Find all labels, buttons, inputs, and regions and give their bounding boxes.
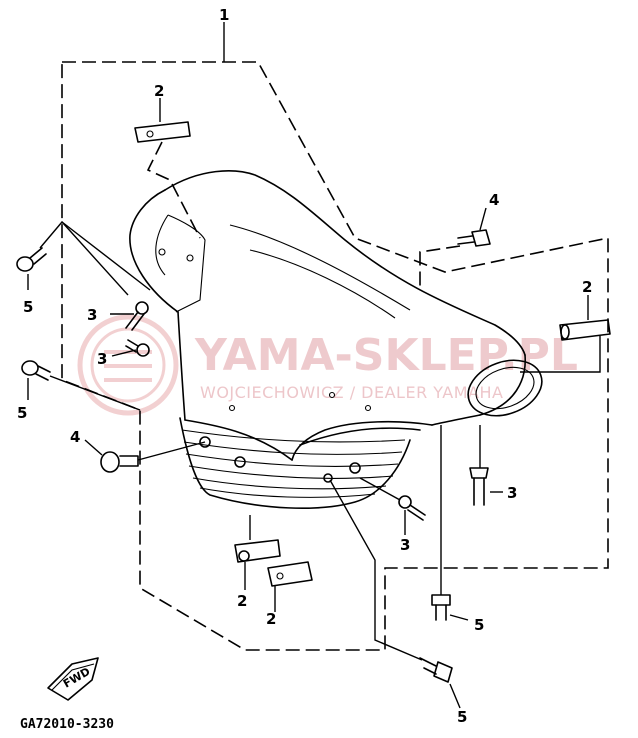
callout-2-bottom-a: 2 bbox=[237, 592, 247, 610]
callout-5-lower-left: 5 bbox=[17, 404, 27, 422]
callout-2-top: 2 bbox=[154, 82, 164, 100]
callout-2-right: 2 bbox=[582, 278, 592, 296]
screw-3-bottom bbox=[359, 477, 426, 535]
forward-arrow-icon: FWD bbox=[47, 657, 99, 701]
bolt-5-upper-left bbox=[16, 220, 151, 296]
lower-cowl bbox=[179, 417, 421, 509]
callout-3-left-upper: 3 bbox=[87, 306, 97, 324]
callout-2-bottom-b: 2 bbox=[266, 610, 276, 628]
screw-3-left-lower bbox=[111, 339, 150, 357]
callout-1: 1 bbox=[219, 6, 229, 24]
callout-3-bottom: 3 bbox=[400, 536, 410, 554]
grommet-right bbox=[520, 295, 611, 373]
grommet-top bbox=[134, 98, 201, 239]
watermark: YAMA-SKLEP.PL WOJCIECHOWICZ / DEALER YAM… bbox=[77, 314, 578, 416]
bolt-5-bottom-right bbox=[329, 479, 461, 709]
watermark-logo bbox=[77, 314, 179, 416]
screw-3-right bbox=[469, 425, 503, 506]
callout-5-bottom-right: 5 bbox=[457, 708, 467, 726]
watermark-subtitle: WOJCIECHOWICZ / DEALER YAMAHA bbox=[200, 383, 503, 402]
screw-3-left-upper bbox=[110, 301, 149, 331]
bolt-4-left bbox=[84, 439, 206, 473]
callouts: 1 2 2 2 2 3 3 3 3 4 4 5 5 5 5 bbox=[17, 6, 592, 726]
grommet-bottom-b bbox=[267, 561, 313, 612]
bolt-4-top bbox=[419, 207, 491, 290]
callout-4-top: 4 bbox=[489, 191, 499, 209]
assembly-boundary bbox=[61, 61, 609, 651]
bolt-5-lower-left bbox=[21, 360, 141, 411]
callout-5-bottom-center: 5 bbox=[474, 616, 484, 634]
callout-3-right: 3 bbox=[507, 484, 517, 502]
watermark-title: YAMA-SKLEP.PL bbox=[194, 330, 578, 381]
grommet-bottom-a bbox=[234, 515, 281, 590]
windshield bbox=[129, 170, 543, 461]
callout-4-left: 4 bbox=[70, 428, 80, 446]
diagram-code: GA72010-3230 bbox=[20, 717, 114, 732]
bolt-5-bottom-center bbox=[431, 425, 469, 621]
callout-3-left-lower: 3 bbox=[97, 350, 107, 368]
callout-5-upper-left: 5 bbox=[23, 298, 33, 316]
